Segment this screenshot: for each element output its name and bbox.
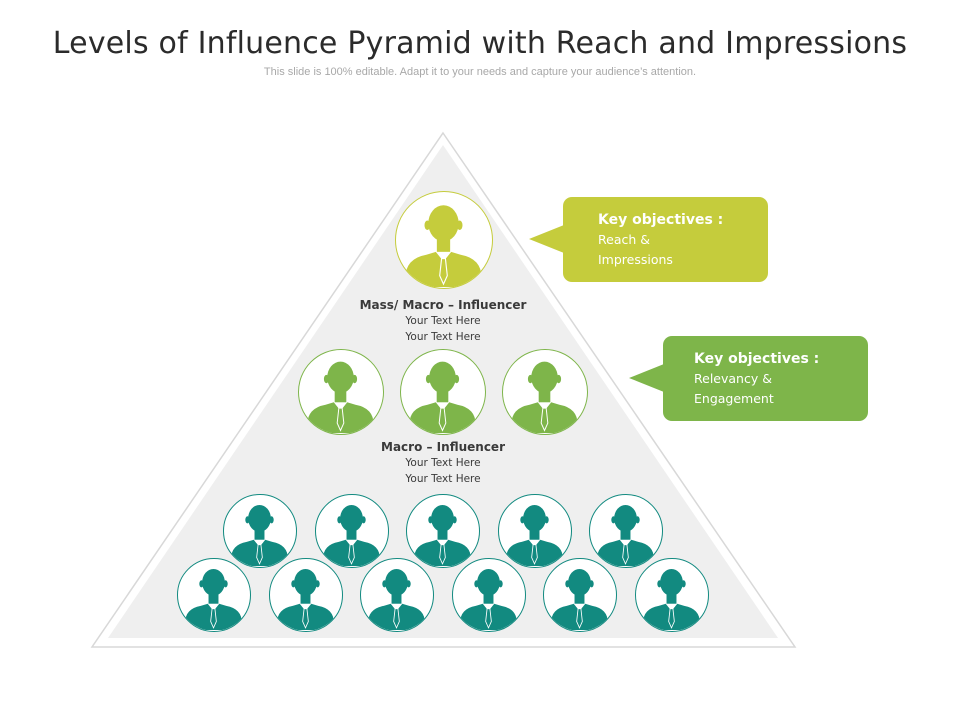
top-influencer-avatar [395,191,493,289]
bottom-influencer-avatar [268,558,343,632]
middle-level-text-1: Your Text Here [405,457,481,469]
callout-line-2: Engagement [694,391,774,406]
bottom-influencer-avatar [589,494,663,568]
callout-line-1: Relevancy & [694,371,772,386]
bottom-influencer-avatar [543,558,618,632]
person-icon [551,568,609,630]
bottom-influencer-avatar [406,494,480,568]
middle-level-caption: Macro – Influencer Your Text Here Your T… [293,439,593,487]
top-level-caption: Mass/ Macro – Influencer Your Text Here … [293,297,593,345]
person-icon [307,361,374,433]
bottom-influencer-avatar [314,494,389,568]
slide-subtitle: This slide is 100% editable. Adapt it to… [263,66,697,78]
person-icon [409,361,476,433]
person-icon [459,568,517,630]
middle-influencer-avatar [502,349,588,435]
top-level-title: Mass/ Macro – Influencer [359,298,527,312]
bottom-influencer-avatar [177,558,252,632]
person-icon [405,205,482,287]
callout-heading: Key objectives : [598,212,724,228]
bottom-influencer-avatar [223,494,297,568]
callout-line-1: Reach & [598,232,650,247]
person-icon [414,504,471,566]
bottom-influencer-avatar [497,494,572,568]
callout-pointer [529,225,564,253]
bottom-influencer-avatar [634,558,709,632]
person-icon [185,568,243,630]
person-icon [368,568,426,630]
person-icon [511,361,578,433]
bottom-influencer-avatar [360,558,435,632]
middle-level-title: Macro – Influencer [381,440,505,454]
person-icon [642,568,700,630]
callout-reach: Key objectives : Reach & Impressions [529,197,768,282]
person-icon [597,504,654,566]
callout-heading: Key objectives : [694,351,820,367]
middle-level-text-2: Your Text Here [405,473,481,485]
bottom-influencer-avatar [451,558,526,632]
slide-title: Levels of Influence Pyramid with Reach a… [52,26,908,61]
middle-influencer-avatar [400,349,486,435]
top-level-text-2: Your Text Here [405,331,481,343]
top-level-text-1: Your Text Here [405,315,481,327]
person-icon [231,504,288,566]
callout-line-2: Impressions [598,252,673,267]
callout-relevancy: Key objectives : Relevancy & Engagement [629,336,868,421]
person-icon [505,504,563,566]
person-icon [322,504,380,566]
callout-pointer [629,364,664,392]
middle-influencer-avatar [298,349,384,435]
person-icon [276,568,334,630]
